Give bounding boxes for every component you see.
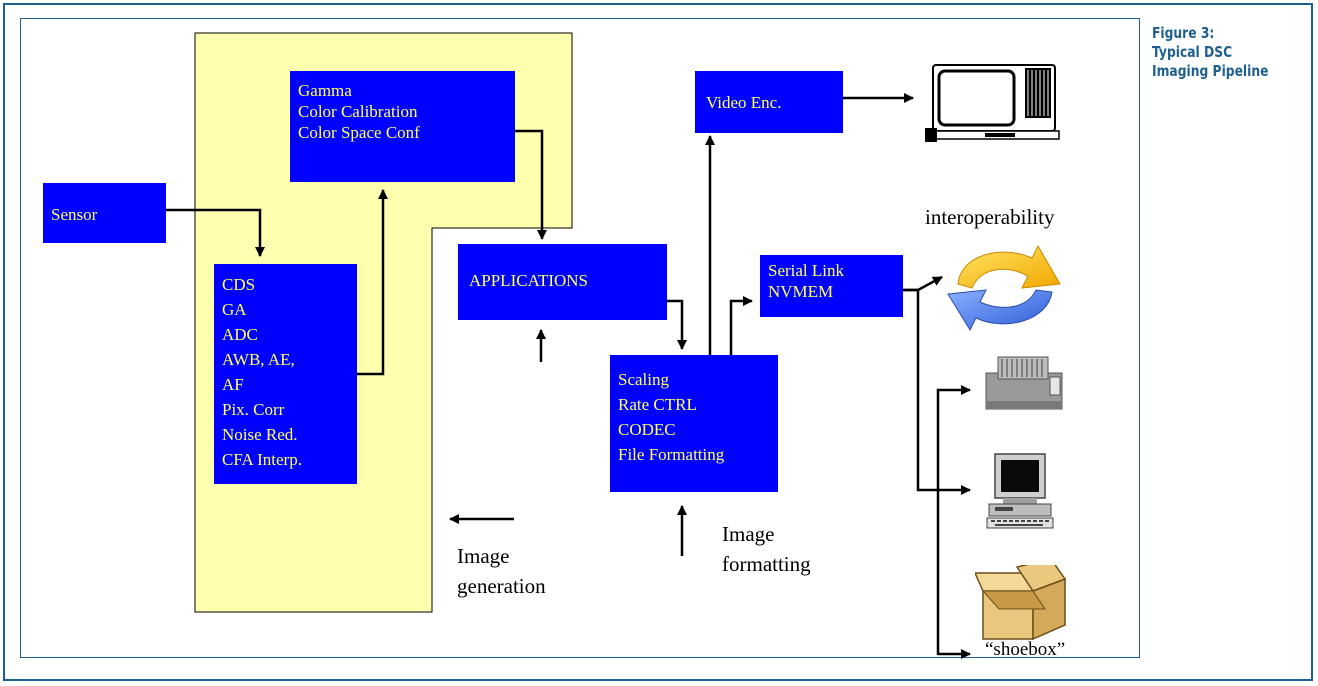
shoebox-icon: [975, 565, 1067, 641]
cds-line-1: CDS: [222, 275, 256, 294]
arrow-scaling-to-serial: [729, 296, 753, 355]
arrow-gamma-to-applications: [515, 129, 547, 240]
outer-frame: [3, 3, 1313, 681]
cds-line-4: AWB, AE,: [222, 350, 295, 369]
caption-line-3: Imaging Pipeline: [1152, 62, 1269, 80]
sensor-label: Sensor: [51, 205, 98, 224]
scaling-line-3: CODEC: [618, 420, 676, 439]
cds-line-8: CFA Interp.: [222, 450, 302, 469]
image-formatting-line-2: formatting: [722, 552, 811, 576]
arrow-serial-to-computer: [903, 288, 971, 495]
image-generation-line-2: generation: [457, 574, 546, 598]
serial-link-line-2: NVMEM: [768, 282, 834, 301]
scaling-line-2: Rate CTRL: [618, 395, 697, 414]
serial-link-block: Serial Link NVMEM: [760, 255, 903, 317]
interoperability-icon: [947, 244, 1061, 332]
caption-line-2: Typical DSC: [1152, 43, 1233, 61]
shoebox-label: “shoebox”: [985, 639, 1066, 660]
sensor-block: Sensor: [43, 183, 166, 243]
image-formatting-label: Image formatting: [722, 519, 811, 579]
tv-icon: [925, 64, 1060, 142]
arrow-applications-to-scaling: [667, 299, 687, 350]
cds-line-7: Noise Red.: [222, 425, 298, 444]
gamma-line-3: Color Space Conf: [298, 123, 420, 142]
cds-line-5: AF: [222, 375, 244, 394]
applications-block: APPLICATIONS: [458, 244, 667, 320]
image-generation-line-1: Image: [457, 544, 510, 568]
cds-line-6: Pix. Corr: [222, 400, 285, 419]
gamma-block: Gamma Color Calibration Color Space Conf: [290, 71, 515, 182]
arrow-to-printer: [936, 385, 971, 655]
video-enc-label: Video Enc.: [706, 93, 782, 112]
diagram-frame: [20, 18, 1140, 658]
gamma-line-1: Gamma: [298, 81, 352, 100]
scaling-block: Scaling Rate CTRL CODEC File Formatting: [610, 355, 778, 492]
printer-icon: [985, 356, 1063, 410]
image-formatting-line-1: Image: [722, 522, 775, 546]
image-generation-label: Image generation: [457, 541, 546, 601]
scaling-line-1: Scaling: [618, 370, 669, 389]
cds-block: CDS GA ADC AWB, AE, AF Pix. Corr Noise R…: [214, 264, 357, 484]
gamma-line-2: Color Calibration: [298, 102, 418, 121]
arrow-sensor-to-cds: [166, 208, 265, 257]
cds-line-2: GA: [222, 300, 247, 319]
interoperability-label: interoperability: [925, 205, 1055, 229]
cds-line-3: ADC: [222, 325, 258, 344]
serial-link-line-1: Serial Link: [768, 261, 845, 280]
caption-line-1: Figure 3:: [1152, 24, 1215, 42]
video-enc-block: Video Enc.: [695, 71, 843, 133]
computer-icon: [986, 453, 1054, 529]
figure-caption: Figure 3: Typical DSC Imaging Pipeline: [1152, 24, 1291, 81]
scaling-line-4: File Formatting: [618, 445, 725, 464]
applications-label: APPLICATIONS: [469, 271, 589, 290]
arrow-serial-to-interop: [903, 275, 943, 292]
arrow-cds-to-gamma: [357, 189, 388, 376]
